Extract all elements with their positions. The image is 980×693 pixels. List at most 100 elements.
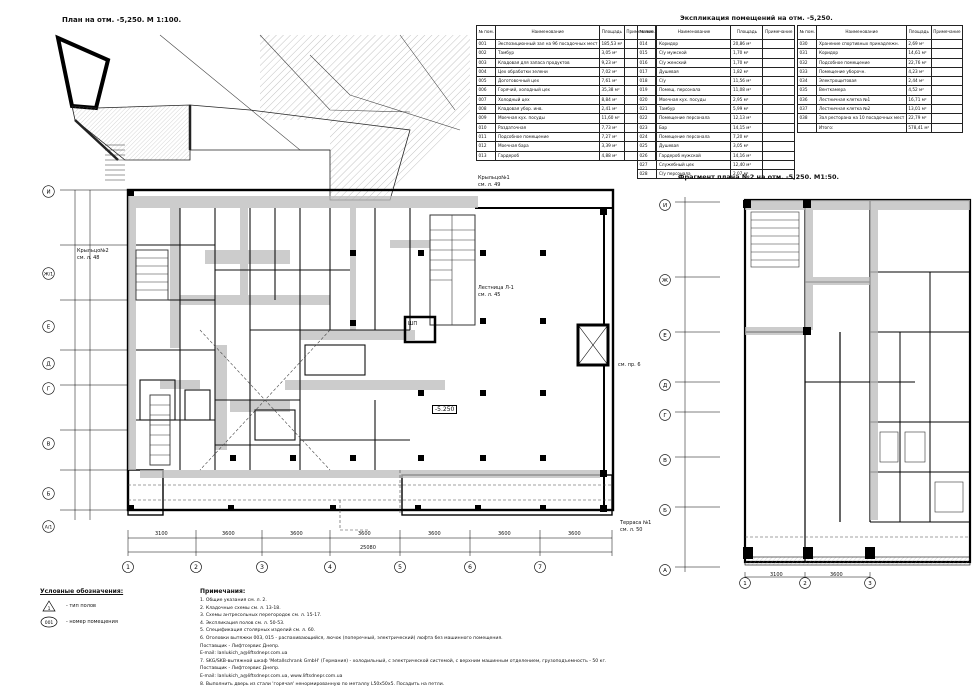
room-name-cell: Лестничная клетка №1 <box>816 94 907 106</box>
room-area-cell: 578,41 м² <box>905 122 932 133</box>
room-area-cell: 2,69 м² <box>905 38 932 50</box>
axis-bubble: 3 <box>256 558 268 577</box>
room-name-cell: Хранение спортивных принадлежн. <box>816 38 907 50</box>
room-name-cell: Раздаточная <box>495 122 600 133</box>
notes-title: Примечания: <box>200 588 246 595</box>
svg-text:Ж/1: Ж/1 <box>44 272 53 278</box>
dim-text: 3600 <box>290 531 303 537</box>
room-area-cell: 2,07 м² <box>730 169 764 180</box>
room-area-cell: 3,05 м² <box>730 141 764 152</box>
note-line: E-mail: lanlukich_a@liftsdnepr.com.ua <box>200 651 288 657</box>
dim-text: 3600 <box>428 531 441 537</box>
room-number-cell: 026 <box>636 150 658 161</box>
outer-walls <box>126 188 615 516</box>
room-name-cell: Помещение персонала <box>656 113 732 124</box>
dim-text: 3600 <box>498 531 511 537</box>
room-area-cell: 7,61 м² <box>598 76 625 87</box>
room-area-cell: 11,08 м² <box>730 85 764 96</box>
room-number-cell: 038 <box>796 113 818 124</box>
room-name-cell: Служебный цех <box>656 159 732 171</box>
room-number-cell: 001 <box>475 38 497 50</box>
room-number-cell: 013 <box>475 150 497 161</box>
axis-bubble: 5 <box>394 558 406 577</box>
room-number-cell: 010 <box>475 122 497 133</box>
svg-text:Е: Е <box>47 325 51 331</box>
columns <box>128 190 607 512</box>
room-number-cell: 002 <box>475 48 497 59</box>
room-number-cell: 016 <box>636 57 658 68</box>
room-area-cell: 7,02 м² <box>598 66 625 78</box>
room-name-cell: Лестничная клетка №2 <box>816 104 907 115</box>
room-area-cell: 8,84 м² <box>598 94 625 106</box>
room-area-cell: 12,13 м² <box>730 113 764 124</box>
note-line: Поставщик - Лифтсервис Днепр. <box>200 666 280 672</box>
room-name-cell: Гардероб мужской <box>656 150 732 161</box>
room-area-cell: 2,44 м² <box>905 76 932 87</box>
axis-bubble-left: Г <box>42 380 55 399</box>
room-number-cell: 019 <box>636 85 658 96</box>
room-name-cell: Тамбур <box>656 104 732 115</box>
room-number-cell <box>796 122 818 133</box>
room-note-cell <box>762 141 795 152</box>
room-note-cell <box>762 122 795 133</box>
room-note-cell <box>930 104 964 115</box>
note-line: 1. Общие указания см. л. 2. <box>200 598 267 603</box>
room-name-cell: Моечная кух. посуды <box>495 113 600 124</box>
room-note-cell <box>762 57 795 68</box>
note-line: 7. SKG/SKB-вытяжной шкаф 'Metallschrank … <box>200 658 607 664</box>
axis-bubble-left: Д <box>42 355 55 374</box>
room-number-cell: 022 <box>636 113 658 124</box>
room-number-cell: 036 <box>796 94 818 106</box>
dimension-lines-bottom <box>127 530 613 556</box>
room-area-cell: 20,86 м² <box>730 38 764 50</box>
room-number-cell: 005 <box>475 76 497 87</box>
room-name-cell: Подсобное помещение <box>816 57 907 68</box>
room-area-cell: 7,27 м² <box>598 131 625 143</box>
svg-text:3: 3 <box>868 581 872 587</box>
svg-text:4: 4 <box>328 564 332 571</box>
room-area-cell: 2,41 м² <box>598 104 625 115</box>
stair-wing <box>55 34 411 201</box>
svg-text:5: 5 <box>398 564 402 571</box>
room-name-cell: Помещ. персонала <box>656 85 732 96</box>
room-area-cell: 1,70 м² <box>730 48 764 59</box>
label-stair-l1: Лестница Л-1 <box>478 285 514 291</box>
explication-table-1: № пом. Наименование Площадь Примечание 0… <box>475 25 657 161</box>
dim-text: 3600 <box>358 531 371 537</box>
svg-text:Б: Б <box>663 508 667 514</box>
room-note-cell <box>930 85 964 96</box>
room-note-cell <box>930 38 964 50</box>
fragment-axis-bubble: 1 <box>739 574 751 593</box>
svg-text:В: В <box>47 442 51 448</box>
room-area-cell: 14,16 м² <box>730 150 764 161</box>
room-name-cell: Электрощитовая <box>816 76 907 87</box>
dim-total: 25080 <box>360 545 376 551</box>
room-area-cell: 5,99 м² <box>730 104 764 115</box>
room-number-cell: 015 <box>636 48 658 59</box>
axis-bubble-left: Ж/1 <box>42 265 55 284</box>
room-area-cell: 35,38 м² <box>598 85 625 96</box>
note-line: 8. Выполнить дверь из стали 'горячая' не… <box>200 681 445 687</box>
table-header-row: № пом. Наименование Площадь Примечание <box>796 25 964 40</box>
room-area-cell: 13,01 м² <box>905 104 932 115</box>
room-number-cell: 020 <box>636 94 658 106</box>
plan-axis-bubbles-bottom: 1 2 3 4 5 6 7 <box>122 558 622 573</box>
col-header: Площадь <box>598 25 625 40</box>
room-name-cell: С/у мужской <box>656 48 732 59</box>
room-note-cell <box>930 113 964 124</box>
room-name-cell: Итого: <box>816 122 907 133</box>
svg-text:А: А <box>663 568 667 574</box>
room-name-cell: Душевая <box>656 66 732 78</box>
room-note-cell <box>930 48 964 59</box>
